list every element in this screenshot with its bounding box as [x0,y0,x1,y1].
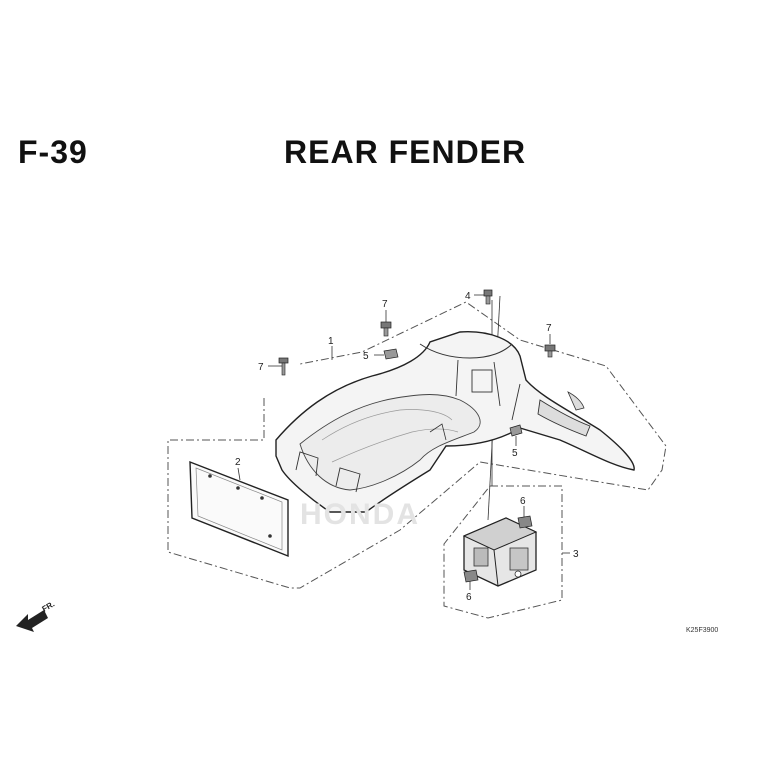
figure-title: REAR FENDER [284,134,527,170]
catalog-number: K25F3900 [686,627,718,634]
clip-nut-6-bottom [463,569,479,583]
callout-5-right: 5 [512,448,518,459]
callout-3: 3 [573,549,579,560]
fender-group-boundary [167,301,667,589]
callout-4: 4 [465,291,471,302]
clip-5-right [509,424,523,437]
figure-code: F-39 [18,134,88,170]
front-direction-marker: FR. [16,599,56,632]
callout-6-top: 6 [520,496,526,507]
bolt-7-right [544,344,556,358]
callout-labels: 7 7 4 7 1 5 5 2 6 6 3 [235,291,579,603]
clip-5-top [383,348,399,360]
callout-7-right: 7 [546,323,552,334]
front-label: FR. [41,599,57,613]
clip-nut-6-top [517,515,533,529]
callout-6-bottom: 6 [466,592,472,603]
bolt-7-top [380,321,392,337]
battery-box-part [462,517,538,587]
rear-fender-part [275,331,635,513]
assembly-boundaries [167,301,667,619]
license-plate-bracket-part [189,460,289,558]
callout-5-top: 5 [363,351,369,362]
callout-2: 2 [235,457,241,468]
watermark-text: HONDA [300,498,420,531]
bolt-7-left [278,357,289,376]
callout-1: 1 [328,336,334,347]
callout-7-left: 7 [258,362,264,373]
callout-7-top: 7 [382,299,388,310]
fasteners [278,289,556,583]
front-arrow-icon [16,610,48,632]
battery-box-group-boundary [443,485,563,619]
bolt-4 [483,289,493,305]
